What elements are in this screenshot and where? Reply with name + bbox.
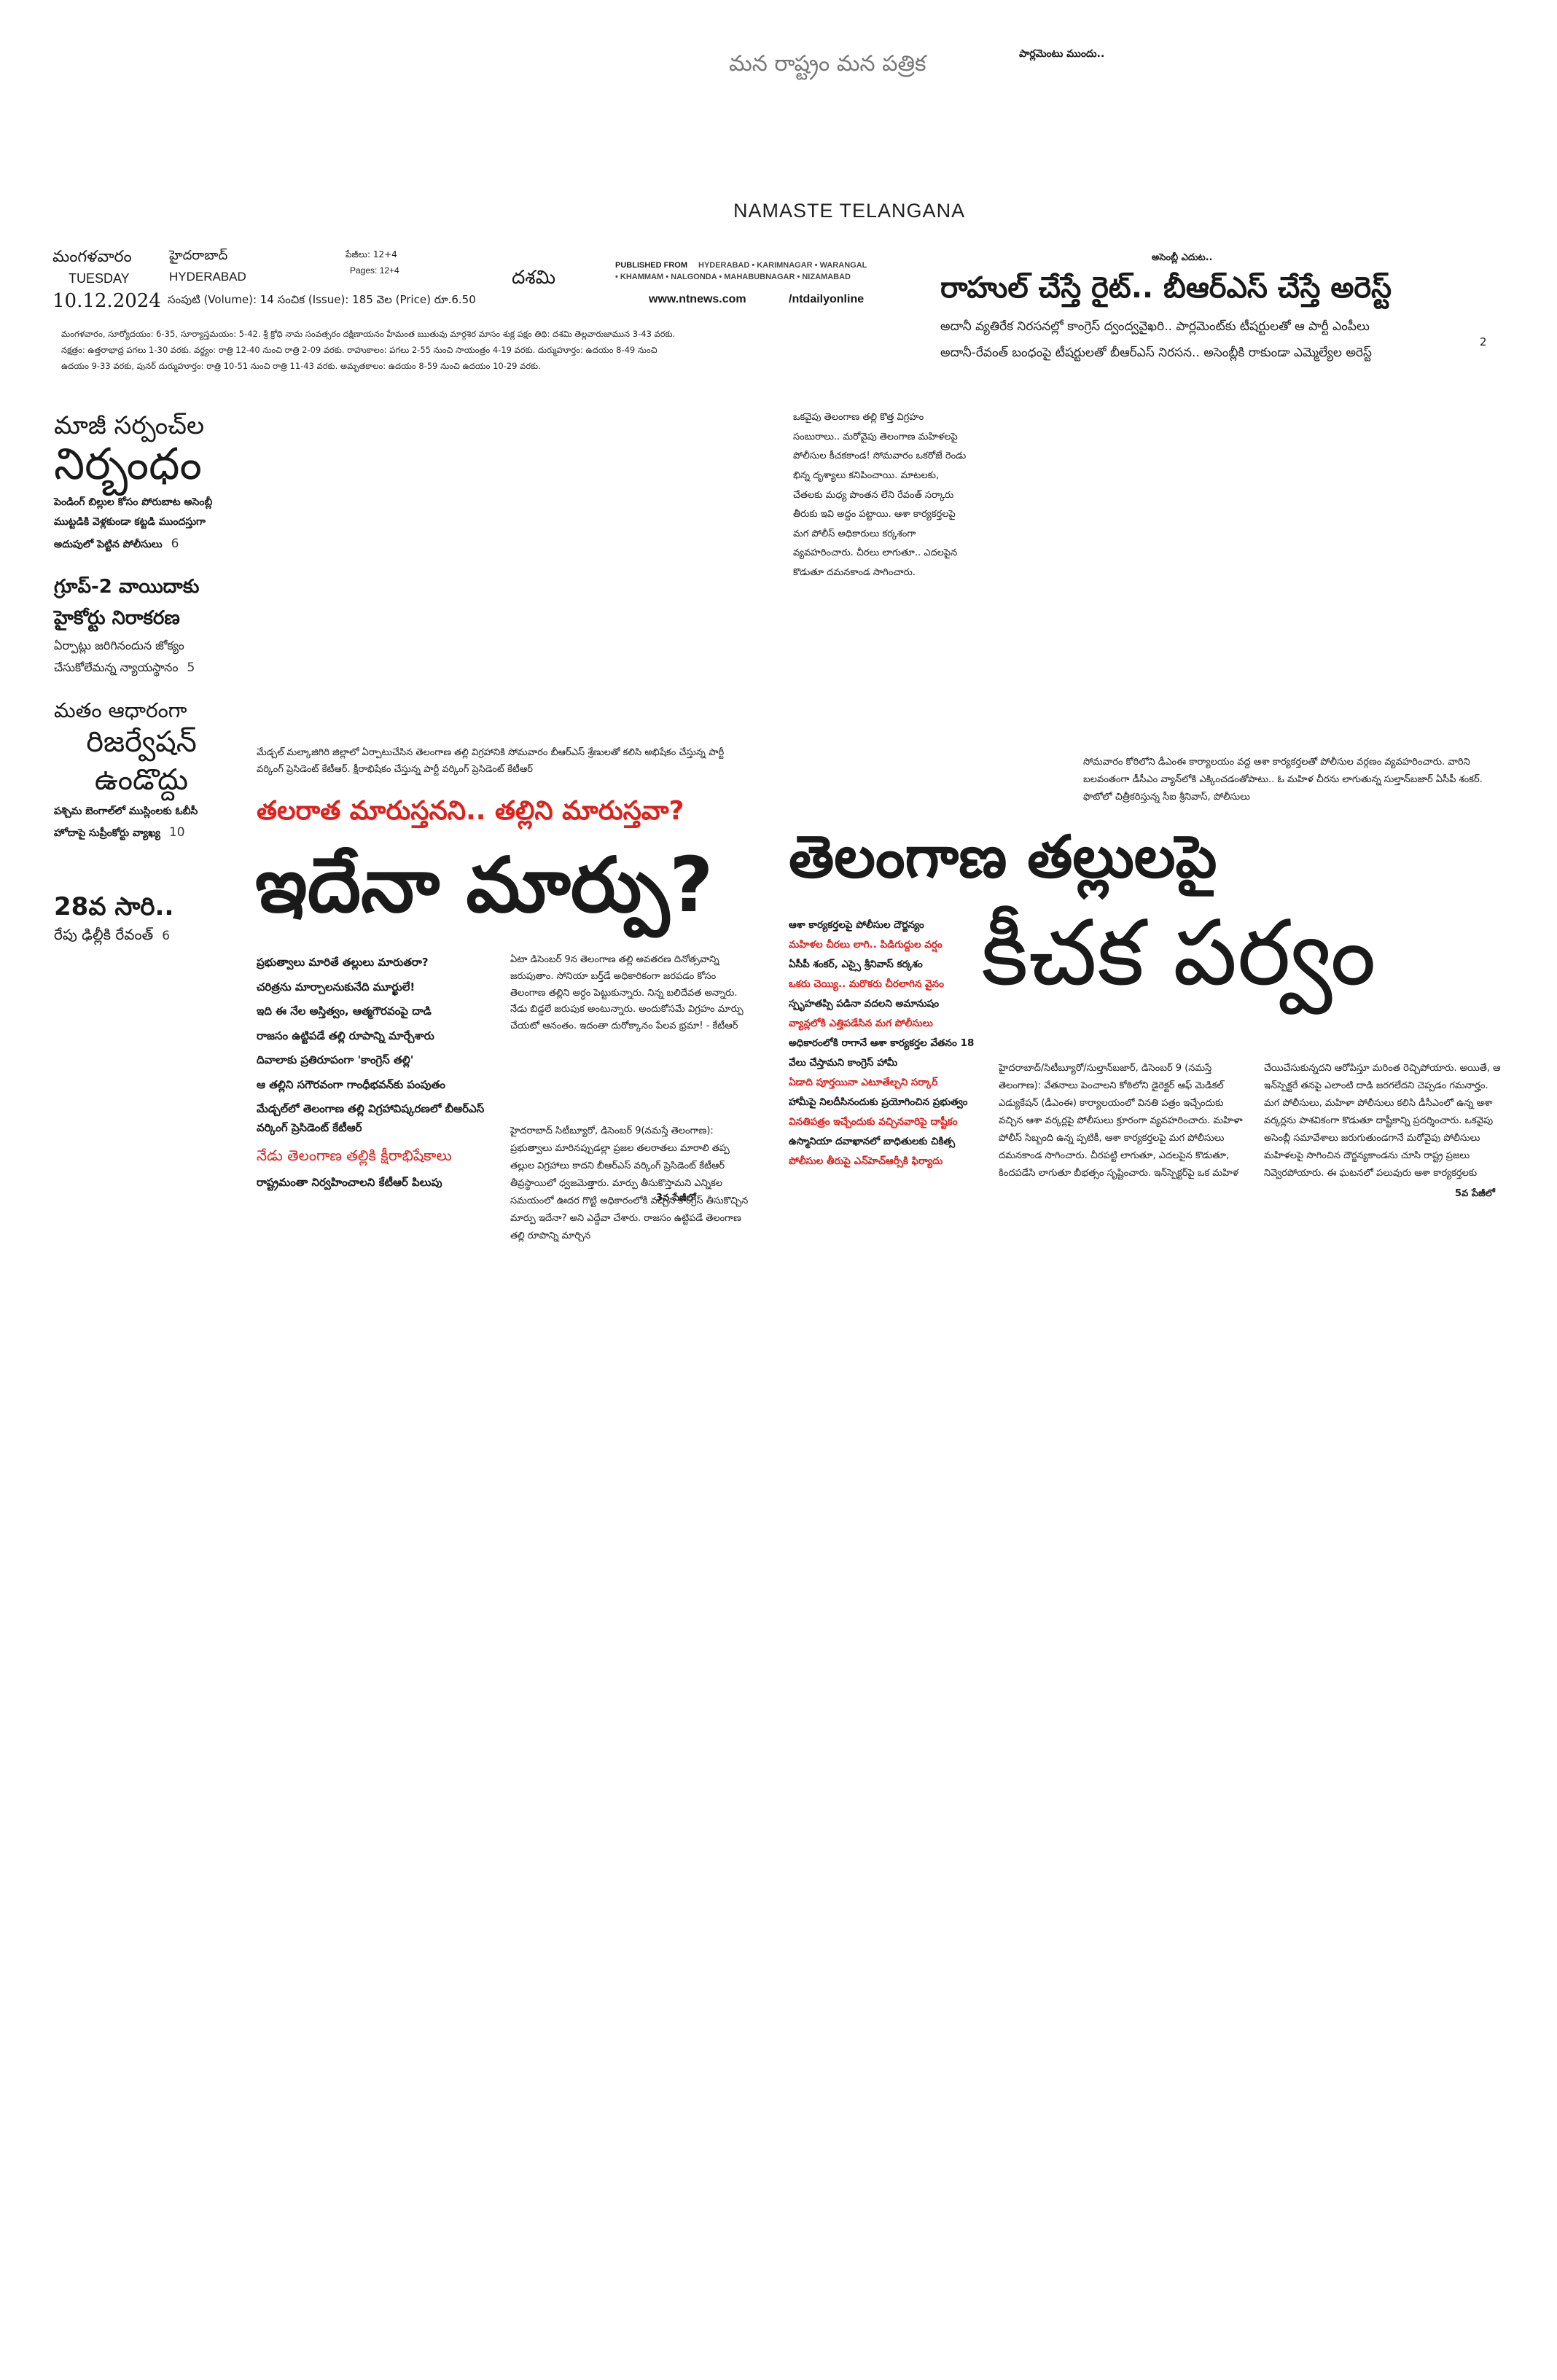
story-right-point: ఏసీపీ శంకర్, ఎస్సై శ్రీనివాస్ కర్కశం — [789, 959, 923, 970]
story-right-page-ref[interactable]: 5వ పేజీలో — [1455, 1188, 1495, 1199]
story-left-red-line: నేడు తెలంగాణ తల్లికి క్షీరాభిషేకాలు — [257, 1147, 452, 1164]
published-label: PUBLISHED FROM — [615, 261, 687, 270]
photo-caption-top: ఒకవైపు తెలంగాణ తల్లి కొత్త విగ్రహం సంబుర… — [793, 412, 967, 579]
story-right-point: ఆశా కార్యకర్తలపై పోలీసుల దౌర్జన్యం — [789, 919, 924, 931]
story-left-caption: మేడ్చల్ మల్కాజిగిరి జిల్లాలో ఏర్పాటుచేసి… — [257, 747, 725, 775]
panchangam-line: ఉదయం 9-33 వరకు, పునర్ దుర్ముహూర్తం: రాత్… — [61, 360, 541, 371]
volume-line: సంపుటి (Volume): 14 సంచిక (Issue): 185 వ… — [168, 293, 476, 306]
story-right-body: హైదరాబాద్/సిటీబ్యూరో/సుల్తాన్‌బజార్, డిస… — [999, 1063, 1243, 1179]
story-left-bullet: ఆ తల్లిని సగౌరవంగా గాంధీభవన్‌కు పంపుతం — [257, 1077, 445, 1091]
story-right-body: చేయిచేసుకున్నదని ఆరోపిస్తూ మరింత రెచ్చిప… — [1264, 1063, 1501, 1179]
website-link[interactable]: www.ntnews.com — [649, 293, 746, 305]
day-en: TUESDAY — [69, 271, 130, 286]
published-places-2: • KHAMMAM • NALGONDA • MAHABUBNAGAR • NI… — [615, 273, 851, 281]
story-left-bullet: రాష్ట్రమంతా నిర్వహించాలని కేటీఆర్ పిలుపు — [257, 1176, 442, 1189]
story-left-headline[interactable]: ఇదేనా మార్పు? — [255, 840, 714, 929]
panchangam-line: నక్షత్రం: ఉత్తరాభాద్ర పగలు 1-30 వరకు. వర… — [61, 344, 657, 355]
social-handle[interactable]: /ntdailyonline — [789, 293, 865, 305]
index-page-number: 6 — [162, 929, 171, 944]
top-story-deck: అదానీ-రేవంత్ బంధంపై టీషర్టులతో బీఆర్ఎస్ … — [940, 346, 1372, 360]
index-page-number: 6 — [171, 536, 179, 551]
story-right-headline[interactable]: తెలంగాణ తల్లులపై — [789, 823, 1217, 891]
story-right-headline[interactable]: కీచక పర్వం — [981, 901, 1376, 1006]
pages-en: Pages: 12+4 — [350, 265, 399, 276]
story-left-quote: ఏటా డిసెంబర్ 9న తెలంగాణ తల్లి అవతరణ దినో… — [510, 954, 744, 1031]
pages-te: పేజీలు: 12+4 — [346, 249, 397, 260]
index-page-number: 10 — [168, 825, 185, 840]
index-body: పెండింగ్ బిల్లుల కోసం పోరుబాట అసెంబ్లీ మ… — [54, 496, 213, 550]
story-left-bullets: ప్రభుత్వాలు మారితే తల్లులు మారుతరా? చరిత… — [257, 953, 497, 1198]
story-right-points: ఆశా కార్యకర్తలపై పోలీసుల దౌర్జన్యం మహిళల … — [789, 916, 980, 1171]
story-left-bullet: ప్రభుత్వాలు మారితే తల్లులు మారుతరా? — [257, 956, 429, 969]
story-right-point: అధికారంలోకి రాగానే ఆశా కార్యకర్తల వేతనం … — [789, 1037, 975, 1069]
index-body: పశ్చిమ బెంగాల్‌లో ముస్లింలకు ఓబీసీ హోదాప… — [54, 805, 198, 840]
masthead-top-note: పార్లమెంటు ముందు.. — [1019, 48, 1105, 60]
story-right-caption: సోమవారం కోఠిలోని డీఎంఈ కార్యాలయం వద్ద ఆశ… — [1083, 757, 1483, 803]
story-left-bullet: ఇది ఈ నేల అస్తిత్వం, ఆత్మగౌరవంపై దాడి — [257, 1004, 432, 1018]
index-title: గ్రూప్-2 వాయిదాకు హైకోర్టు నిరాకరణ — [54, 576, 200, 629]
edition: దశమి — [512, 267, 556, 289]
published-places-1: HYDERABAD • KARIMNAGAR • WARANGAL — [698, 261, 867, 270]
story-left-bullet: రాజసం ఉట్టిపడే తల్లి రూపాన్ని మార్చేశారు — [257, 1029, 434, 1042]
story-right-point: స్పృహతప్పి పడినా వదలని అమానుషం — [789, 998, 940, 1010]
story-left-bullet: మేడ్చల్‌లో తెలంగాణ తల్లి విగ్రహావిష్కరణల… — [257, 1102, 485, 1134]
story-left-page-ref[interactable]: 3వ పేజీలో — [656, 1193, 696, 1203]
story-right-point: ఉస్మానియా దవాఖానలో బాధితులకు చికిత్స — [789, 1136, 956, 1147]
city-te: హైదరాబాద్ — [169, 248, 228, 263]
panchangam-line: మంగళవారం, సూర్యోదయం: 6-35, సూర్యాస్తమయం:… — [61, 329, 676, 339]
story-right-point: ఏడాది పూర్తయినా ఎటూతేల్చని సర్కార్ — [789, 1077, 938, 1088]
story-right-point: హామీపై నిలదీసినందుకు ప్రయోగించిన ప్రభుత్… — [789, 1096, 968, 1108]
index-title: రిజర్వేషన్ ఉండొద్దు — [86, 725, 197, 797]
city-en: HYDERABAD — [169, 270, 246, 284]
story-left-bullet: చరిత్రను మార్చాలనుకునేది మూర్ఖులే! — [257, 980, 415, 994]
index-body: ఏర్పాట్లు జరిగినందున జోక్యం చేసుకోలేమన్న… — [54, 638, 184, 674]
panchangam: మంగళవారం, సూర్యోదయం: 6-35, సూర్యాస్తమయం:… — [61, 327, 907, 375]
index-title: 28వ సారి.. — [54, 892, 174, 921]
story-left-bullet: దివాలాకు ప్రతిరూపంగా 'కాంగ్రెస్ తల్లి' — [257, 1053, 414, 1066]
masthead-brand: NAMASTE TELANGANA — [733, 200, 966, 222]
top-story-page-ref: 2 — [1480, 335, 1487, 348]
index-item[interactable]: మతం ఆధారంగా రిజర్వేషన్ ఉండొద్దు పశ్చిమ బ… — [54, 698, 243, 844]
index-kicker: మాజీ సర్పంచ్‌ల — [54, 411, 205, 440]
index-item[interactable]: 28వ సారి.. రేపు ఢిల్లీకి రేవంత్ 6 — [54, 891, 243, 946]
index-body: రేపు ఢిల్లీకి రేవంత్ — [54, 926, 154, 944]
index-page-number: 5 — [187, 660, 195, 675]
index-item[interactable]: గ్రూప్-2 వాయిదాకు హైకోర్టు నిరాకరణ ఏర్పా… — [54, 571, 243, 679]
index-kicker: మతం ఆధారంగా — [54, 698, 187, 722]
story-right-point: వ్యాన్లలోకి ఎత్తిపడేసిన మగ పోలీసులు — [789, 1018, 933, 1029]
story-left-body: హైదరాబాద్ సిటీబ్యూరో, డిసెంబర్ 9(నమస్తే … — [510, 1125, 749, 1242]
index-title: నిర్బంధం — [54, 439, 202, 491]
masthead-slogan: మన రాష్ట్రం మన పత్రిక — [729, 51, 926, 77]
top-story-deck: అదానీ వ్యతిరేక నిరసనల్లో కాంగ్రెస్ ద్వంద… — [940, 319, 1370, 334]
story-right-point: ఒకరు చెయ్యి.. మరొకరు చీరలాగిన వైనం — [789, 978, 944, 990]
story-right-point: మహిళల చీరలు లాగి.. పిడిగుద్దుల వర్షం — [789, 939, 943, 951]
date: 10.12.2024 — [52, 290, 161, 312]
index-item[interactable]: మాజీ సర్పంచ్‌ల నిర్బంధం పెండింగ్ బిల్లుల… — [54, 411, 243, 555]
story-right-point: పోలీసుల తీరుపై ఎన్‌హెచ్ఆర్సీకి ఫిర్యాదు — [789, 1155, 943, 1167]
story-left-kicker: తలరాత మారుస్తనని.. తల్లిని మారుస్తవా? — [257, 796, 684, 826]
day-te: మంగళవారం — [52, 248, 132, 266]
story-right-point: వినతిపత్రం ఇచ్చేందుకు వచ్చినవారిపై దాష్ట… — [789, 1116, 958, 1128]
dateline: మంగళవారం TUESDAY 10.12.2024 హైదరాబాద్ HY… — [52, 248, 905, 321]
top-story-kicker: అసెంబ్లీ ఎదుట.. — [1152, 252, 1213, 263]
top-story-headline[interactable]: రాహుల్ చేస్తే రైట్.. బీఆర్ఎస్ చేస్తే అరె… — [940, 271, 1392, 305]
